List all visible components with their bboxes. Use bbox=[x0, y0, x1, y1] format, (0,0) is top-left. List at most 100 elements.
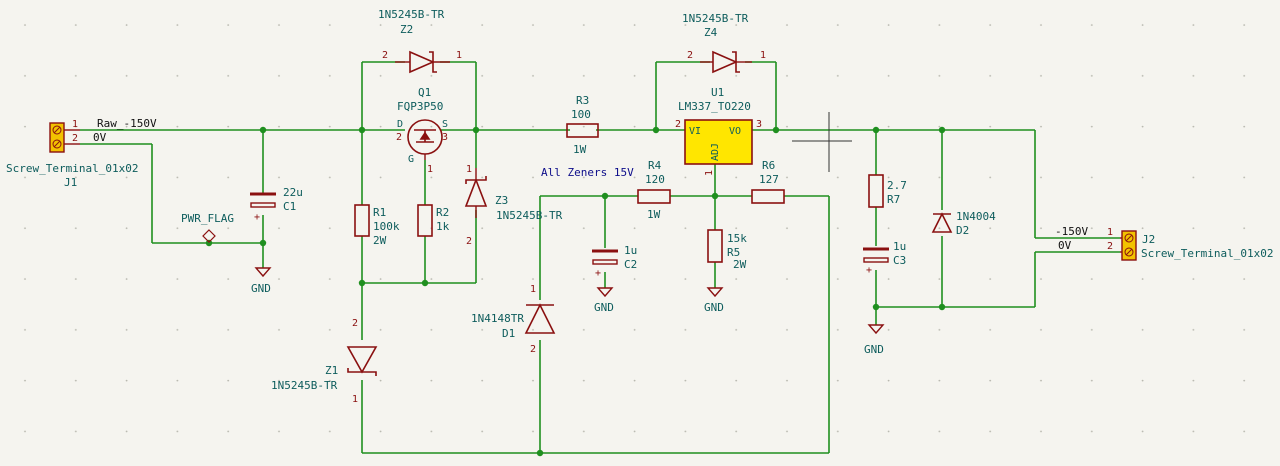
j1-value: Screw_Terminal_01x02 bbox=[6, 162, 138, 175]
gnd-label-c1: GND bbox=[251, 282, 271, 295]
d1-pin2: 2 bbox=[530, 344, 536, 355]
zener-z3[interactable]: 1 2 Z3 1N5245B-TR bbox=[464, 164, 563, 247]
gnd-symbol-c1: GND bbox=[251, 267, 272, 295]
r4-ref: R4 bbox=[648, 159, 662, 172]
gnd-label-c2: GND bbox=[594, 301, 614, 314]
capacitor-c2[interactable]: + 1u C2 bbox=[592, 244, 637, 279]
r7-value: 2.7 bbox=[887, 179, 907, 192]
z1-value: 1N5245B-TR bbox=[271, 379, 338, 392]
r1-power: 2W bbox=[373, 234, 387, 247]
z2-pin1: 1 bbox=[456, 50, 462, 61]
c3-value: 1u bbox=[893, 240, 906, 253]
resistor-r1[interactable]: R1 100k 2W bbox=[354, 204, 400, 247]
resistor-r6[interactable]: R6 127 bbox=[751, 159, 785, 204]
capacitor-c1[interactable]: + 22u C1 bbox=[250, 186, 303, 223]
connector-j2[interactable]: 1 2 J2 Screw_Terminal_01x02 bbox=[1107, 227, 1273, 261]
z3-ref: Z3 bbox=[495, 194, 508, 207]
c2-plus: + bbox=[595, 268, 601, 279]
z2-value: 1N5245B-TR bbox=[378, 8, 445, 21]
c3-plus: + bbox=[866, 265, 872, 276]
u1-pin3: 3 bbox=[756, 119, 762, 130]
d1-ref: D1 bbox=[502, 327, 515, 340]
note-all-zeners: All Zeners 15V bbox=[541, 166, 634, 179]
zener-z2[interactable]: 2 1 1N5245B-TR Z2 bbox=[378, 8, 462, 74]
d2-ref: D2 bbox=[956, 224, 969, 237]
z1-pin1: 1 bbox=[352, 394, 358, 405]
c2-ref: C2 bbox=[624, 258, 637, 271]
net-label-raw: Raw_-150V bbox=[97, 117, 157, 130]
r5-value: 15k bbox=[727, 232, 747, 245]
c2-value: 1u bbox=[624, 244, 637, 257]
r5-power: 2W bbox=[733, 258, 747, 271]
d1-pin1: 1 bbox=[530, 284, 536, 295]
zener-z4[interactable]: 2 1 1N5245B-TR Z4 bbox=[682, 12, 766, 74]
gnd-symbol-r5: GND bbox=[704, 287, 724, 314]
z4-pin2: 2 bbox=[687, 50, 693, 61]
z1-ref: Z1 bbox=[325, 364, 338, 377]
c1-value: 22u bbox=[283, 186, 303, 199]
z1-pin2: 2 bbox=[352, 318, 358, 329]
z3-pin1: 1 bbox=[466, 164, 472, 175]
diode-d2[interactable]: 1N4004 D2 bbox=[931, 210, 996, 237]
q1-drain-label: D bbox=[397, 119, 403, 130]
gnd-symbol-c2: GND bbox=[594, 287, 614, 314]
z4-ref: Z4 bbox=[704, 26, 718, 39]
z3-value: 1N5245B-TR bbox=[496, 209, 563, 222]
j1-ref: J1 bbox=[64, 176, 77, 189]
resistor-r4[interactable]: R4 120 1W bbox=[637, 159, 671, 221]
capacitor-c3[interactable]: + 1u C3 bbox=[863, 240, 906, 276]
q1-value: FQP3P50 bbox=[397, 100, 443, 113]
z3-pin2: 2 bbox=[466, 236, 472, 247]
gnd-label-r5: GND bbox=[704, 301, 724, 314]
r3-power: 1W bbox=[573, 143, 587, 156]
u1-value: LM337_TO220 bbox=[678, 100, 751, 113]
r4-power: 1W bbox=[647, 208, 661, 221]
resistor-r7[interactable]: 2.7 R7 bbox=[868, 174, 907, 208]
r6-value: 127 bbox=[759, 173, 779, 186]
pwr-flag-label: PWR_FLAG bbox=[181, 212, 234, 225]
zener-z1[interactable]: 2 1 Z1 1N5245B-TR bbox=[271, 318, 378, 405]
d1-value: 1N4148TR bbox=[471, 312, 524, 325]
cursor-crosshair bbox=[792, 112, 852, 172]
j2-ref: J2 bbox=[1142, 233, 1155, 246]
junctions bbox=[205, 126, 946, 457]
q1-pin2: 2 bbox=[396, 132, 402, 143]
q1-ref: Q1 bbox=[418, 86, 431, 99]
u1-vi-label: VI bbox=[689, 126, 701, 137]
resistor-r2[interactable]: R2 1k bbox=[417, 204, 450, 237]
q1-gate-label: G bbox=[408, 154, 414, 165]
j1-pin1: 1 bbox=[72, 119, 78, 130]
mosfet-q1[interactable]: Q1 FQP3P50 D S G 2 3 1 bbox=[396, 86, 448, 175]
r1-value: 100k bbox=[373, 220, 400, 233]
resistor-r5[interactable]: 15k R5 2W bbox=[707, 229, 747, 271]
r2-ref: R2 bbox=[436, 206, 449, 219]
diode-d1[interactable]: 1 2 1N4148TR D1 bbox=[471, 284, 556, 355]
connector-j1[interactable]: 1 2 Screw_Terminal_01x02 J1 bbox=[6, 119, 138, 189]
net-label-0v-right: 0V bbox=[1058, 239, 1072, 252]
r7-ref: R7 bbox=[887, 193, 900, 206]
u1-vo-label: VO bbox=[729, 126, 741, 137]
z4-value: 1N5245B-TR bbox=[682, 12, 749, 25]
r3-ref: R3 bbox=[576, 94, 589, 107]
z2-ref: Z2 bbox=[400, 23, 413, 36]
resistor-r3[interactable]: R3 100 1W bbox=[566, 94, 599, 156]
regulator-u1[interactable]: VI VO ADJ 2 3 1 U1 LM337_TO220 bbox=[675, 86, 762, 176]
q1-pin1: 1 bbox=[427, 164, 433, 175]
z2-pin2: 2 bbox=[382, 50, 388, 61]
j2-pin1: 1 bbox=[1107, 227, 1113, 238]
u1-adj-label: ADJ bbox=[710, 143, 721, 161]
q1-source-label: S bbox=[442, 119, 448, 130]
r2-value: 1k bbox=[436, 220, 450, 233]
gnd-symbol-c3: GND bbox=[864, 324, 885, 356]
j1-pin2: 2 bbox=[72, 133, 78, 144]
j2-value: Screw_Terminal_01x02 bbox=[1141, 247, 1273, 260]
wires bbox=[80, 61, 1120, 454]
u1-pin1: 1 bbox=[704, 170, 715, 176]
r5-ref: R5 bbox=[727, 246, 740, 259]
c3-ref: C3 bbox=[893, 254, 906, 267]
r1-ref: R1 bbox=[373, 206, 386, 219]
r6-ref: R6 bbox=[762, 159, 775, 172]
c1-ref: C1 bbox=[283, 200, 296, 213]
